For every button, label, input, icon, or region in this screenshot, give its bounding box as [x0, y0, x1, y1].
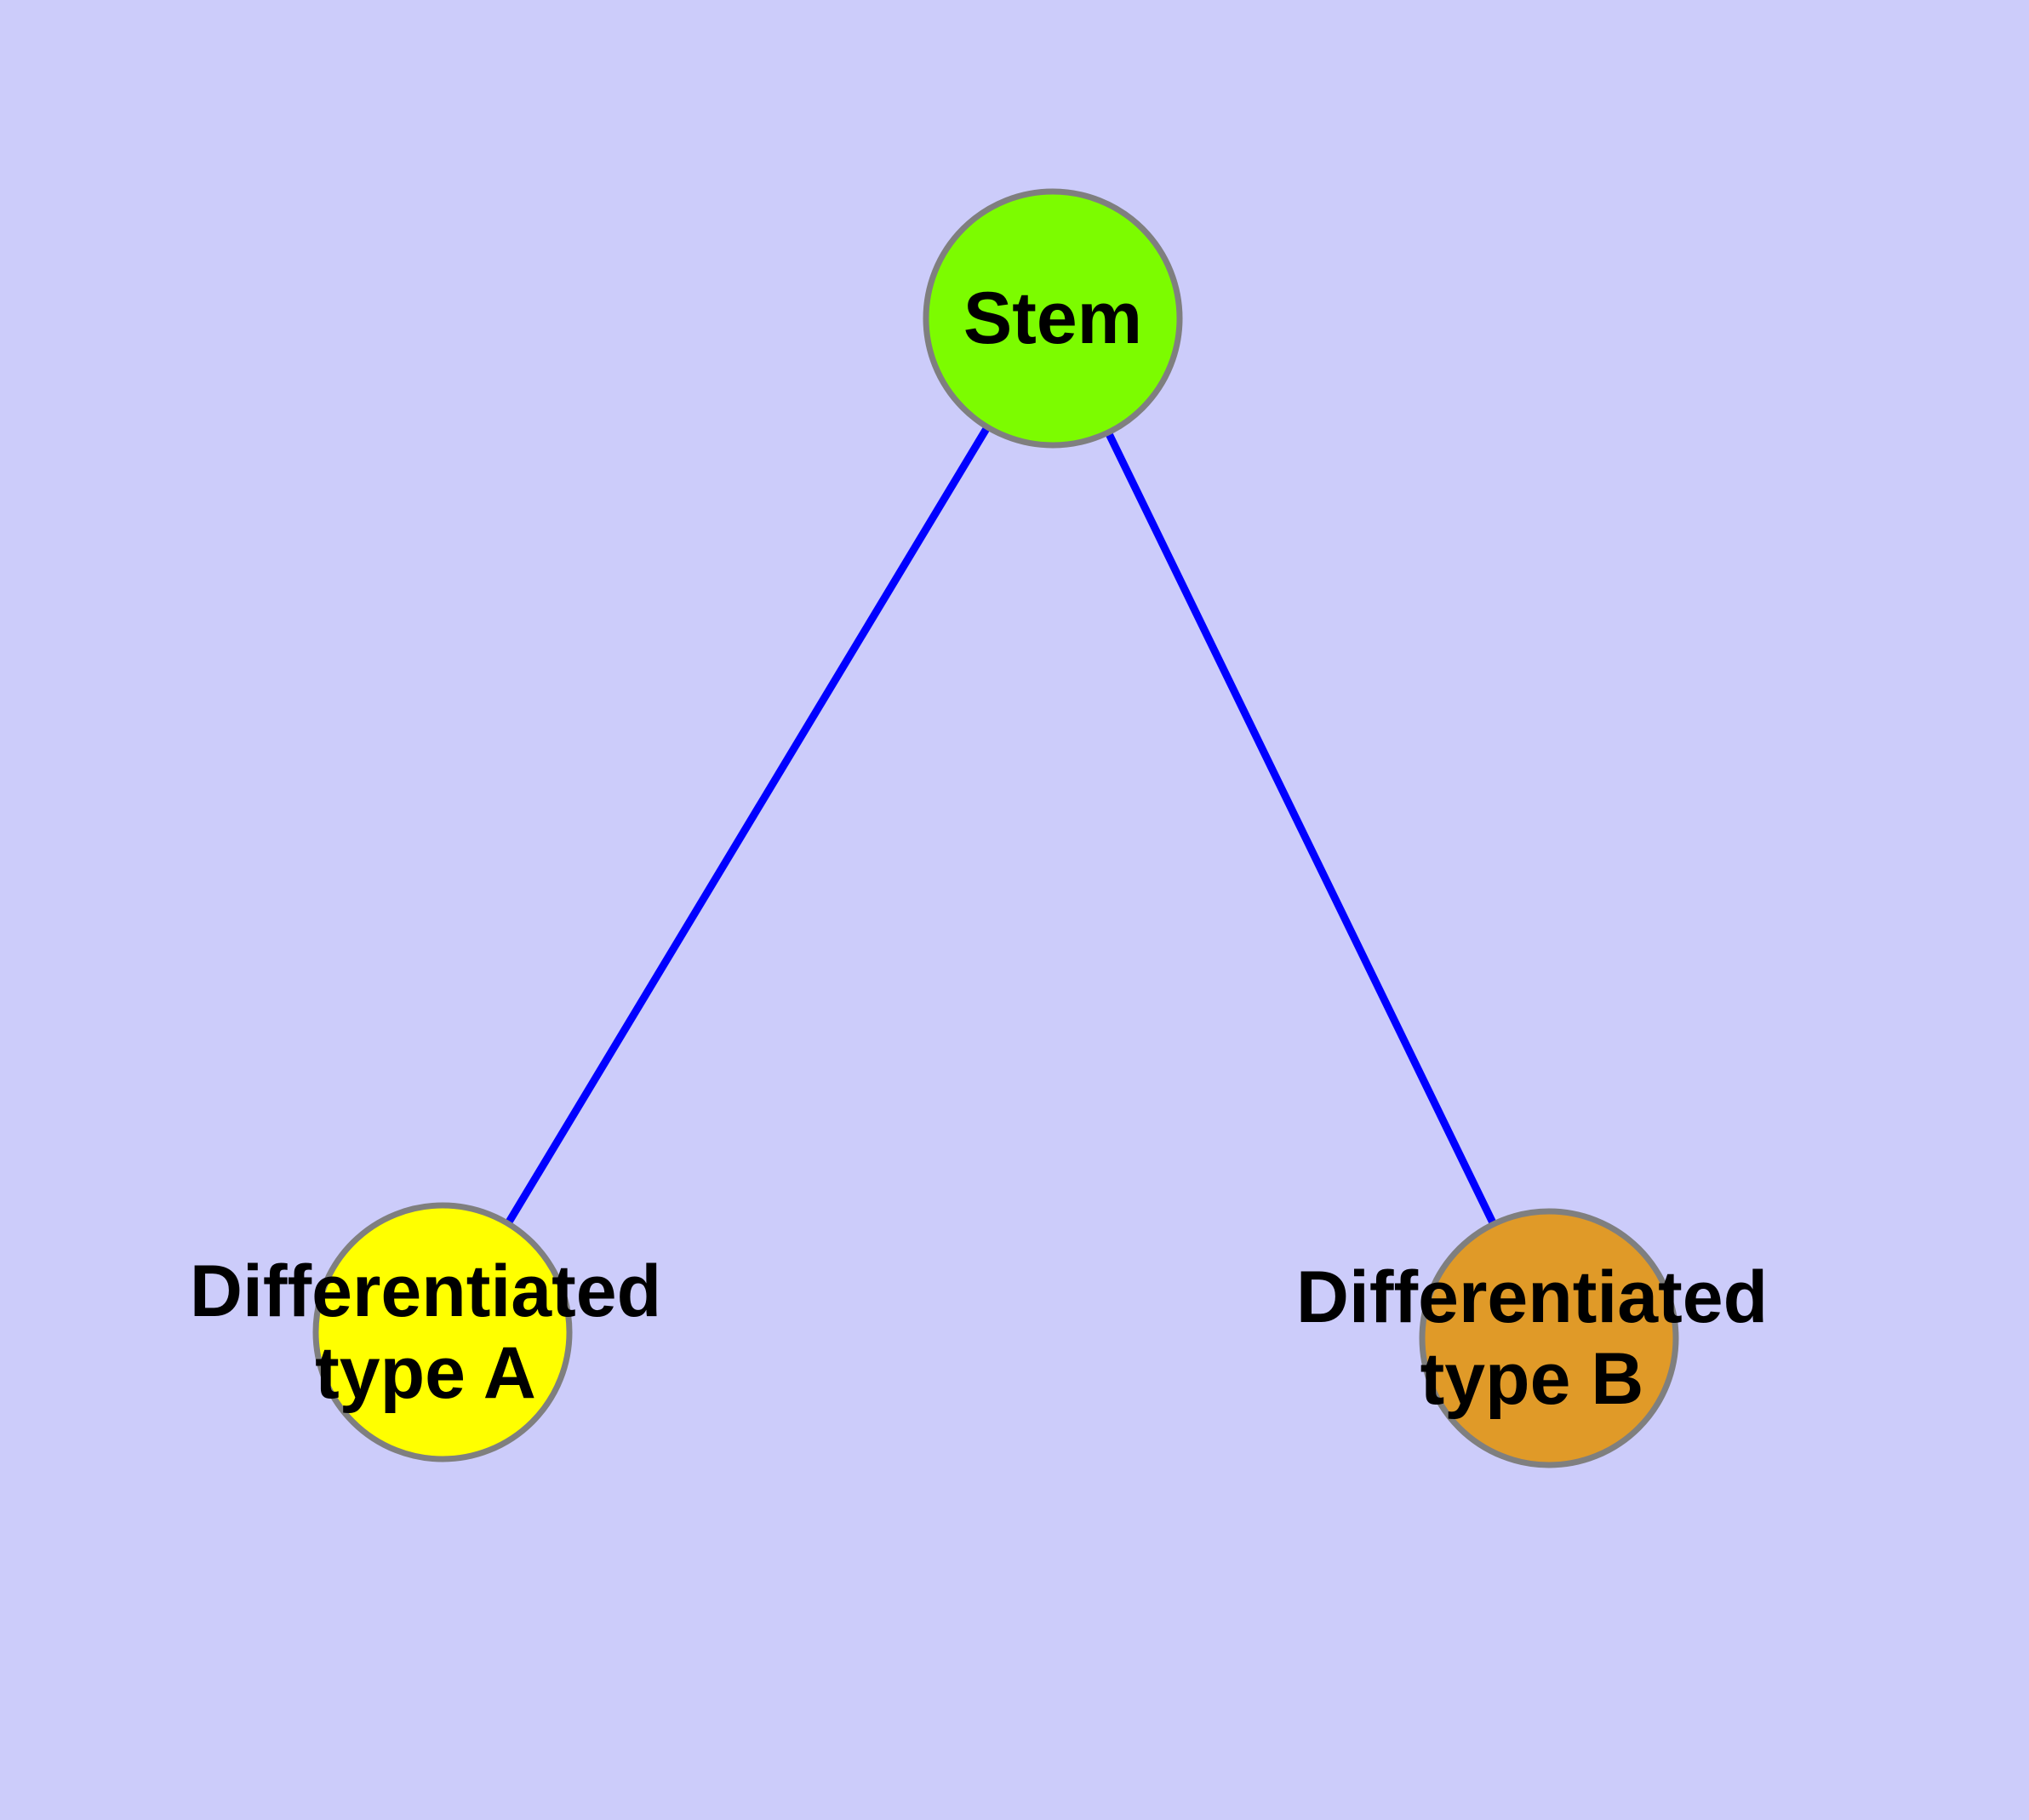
node-label-stem: Stem — [963, 278, 1142, 359]
node-label-line: type A — [315, 1332, 536, 1414]
node-circle-diff-b[interactable] — [1419, 1208, 1679, 1468]
node-circle-stem[interactable] — [923, 188, 1183, 449]
graph-node[interactable]: Stem — [923, 188, 1183, 449]
node-label-line: Stem — [963, 278, 1142, 359]
node-label-line: Differentiated — [190, 1251, 661, 1332]
edge-layer — [439, 316, 1553, 1340]
graph-edge[interactable] — [1049, 317, 1553, 1340]
node-label-line: Differentiated — [1296, 1256, 1768, 1338]
node-label-line: type B — [1420, 1338, 1644, 1420]
graph-edge[interactable] — [439, 316, 1056, 1335]
node-circle-diff-a[interactable] — [312, 1202, 573, 1462]
